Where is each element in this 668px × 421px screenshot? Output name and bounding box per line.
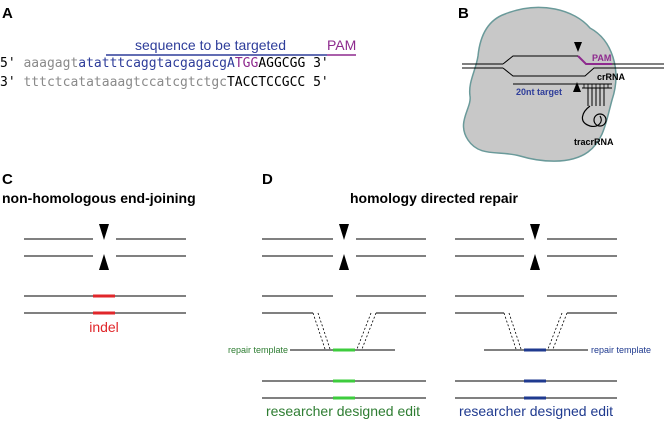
cut-arrow-top [574, 42, 582, 52]
tracrrna-hairpin [581, 84, 612, 127]
bottom-5prime: 5' [313, 75, 329, 90]
hdr-right-edit-label: researcher designed edit [459, 403, 613, 419]
cut-arrow-bottom [573, 82, 581, 92]
pam-strand [577, 55, 612, 65]
tracrrna-label: tracrRNA [574, 137, 614, 147]
bottom-3prime: 3' [0, 75, 16, 90]
top-3prime: 3' [313, 56, 329, 71]
bottom-black-seq: TACCTCCGCC [227, 75, 305, 90]
pam-label-b: PAM [592, 53, 611, 63]
hdr-left-edited-dna [262, 379, 426, 400]
target-label-b: 20nt target [516, 87, 562, 97]
nhej-title: non-homologous end-joining [2, 190, 196, 206]
bubble-top-strand [502, 55, 578, 65]
hdr-left-template-label: repair template [228, 345, 288, 355]
panel-b-letter: B [458, 5, 469, 22]
hdr-left-edit-label: researcher designed edit [266, 403, 420, 419]
nhej-repaired-dna [24, 294, 186, 315]
hdr-title: homology directed repair [350, 190, 519, 206]
top-strand: 5' aaagagtatatttcaggtacgagacgATGGAGGCGG … [0, 56, 329, 71]
hdr-right-edited-dna [455, 379, 617, 400]
pam-label: PAM [327, 37, 356, 53]
panel-c-letter: C [2, 171, 13, 188]
hdr-left-resected-dna [262, 295, 426, 350]
crrna-label: crRNA [597, 72, 626, 82]
bottom-gray-seq: tttctcatataaagtccatcgtctgc [23, 75, 227, 90]
top-gray-seq: aaagagt [23, 56, 78, 71]
target-label: sequence to be targeted [135, 37, 286, 53]
hdr-left-cut-dna [262, 224, 426, 270]
panel-a-letter: A [2, 5, 13, 22]
hdr-right-cut-dna [455, 224, 617, 270]
nhej-cut-dna [24, 224, 186, 270]
top-pam-seq: TGG [235, 56, 259, 71]
top-5prime: 5' [0, 56, 16, 71]
bubble-bottom-strand [502, 67, 612, 77]
hdr-right-resected-dna [455, 295, 617, 350]
bottom-strand: 3' tttctcatataaagtccatcgtctgcTACCTCCGCC … [0, 75, 329, 90]
top-black-seq: AGGCGG [258, 56, 305, 71]
nhej-cut-arrow-bottom [99, 254, 109, 270]
indel-label: indel [89, 319, 119, 335]
top-target-seq: atatttcaggtacgagacgA [78, 56, 235, 71]
nhej-cut-arrow-top [99, 224, 109, 240]
panel-d-letter: D [262, 171, 273, 188]
hdr-right-template-label: repair template [591, 345, 651, 355]
